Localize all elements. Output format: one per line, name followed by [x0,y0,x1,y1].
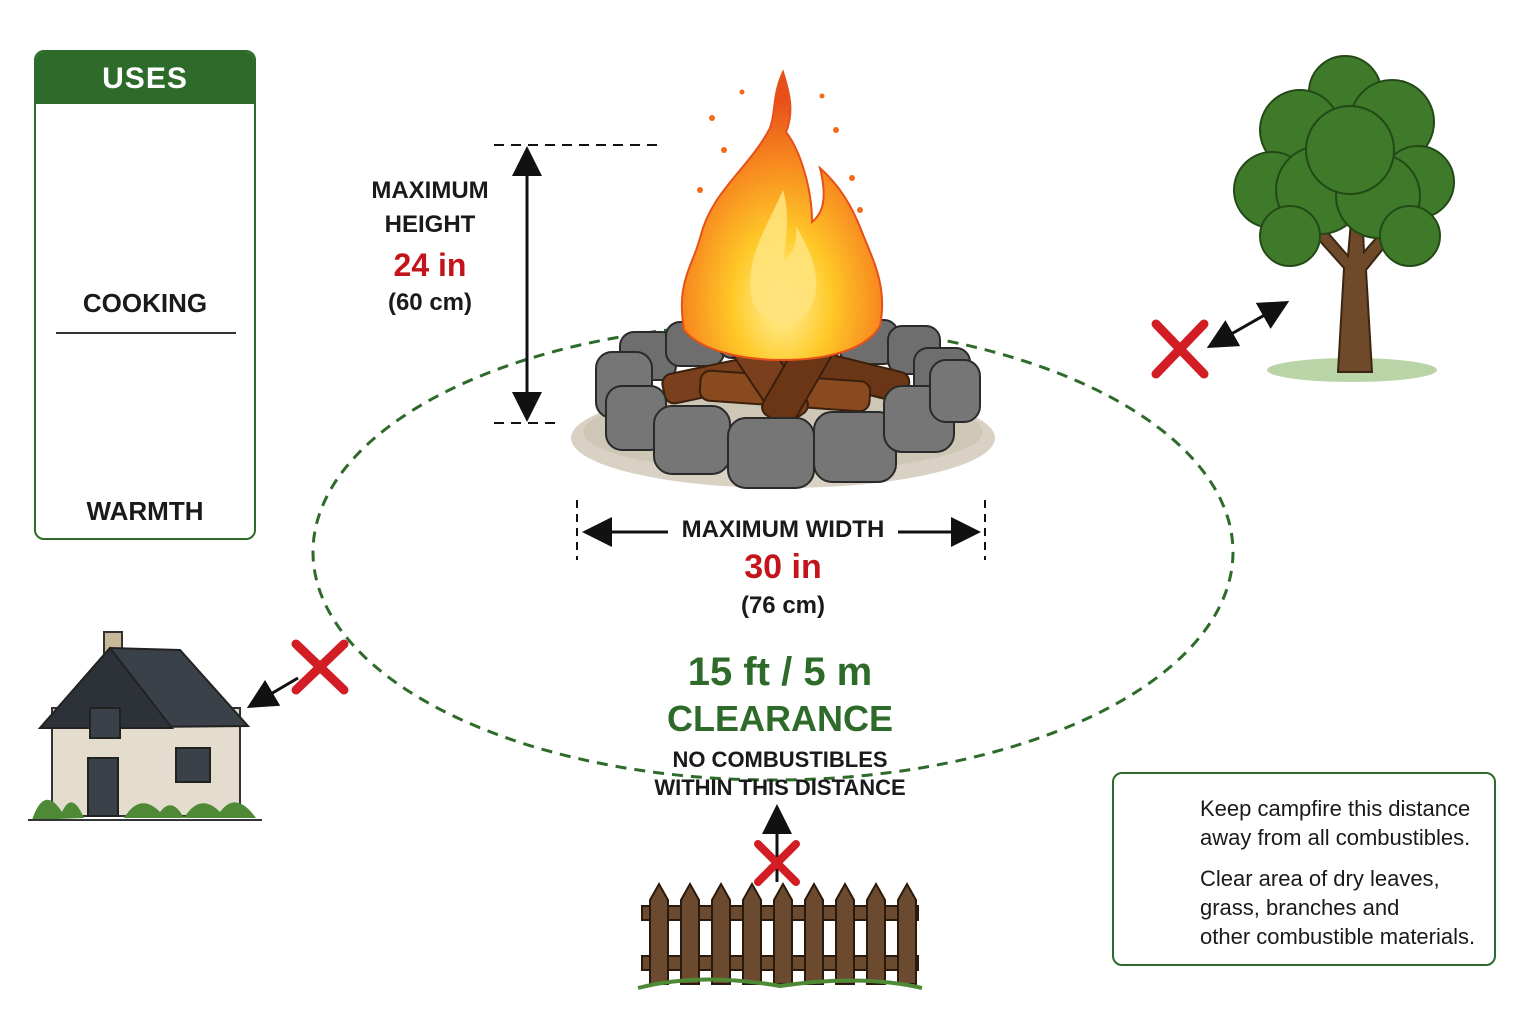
clearance-note-line2: WITHIN THIS DISTANCE [654,775,906,800]
cross-icon [1151,319,1209,379]
fire-pit [571,69,995,489]
uses-divider [56,332,236,334]
legend-item-keep-distance: Keep campfire this distance away from al… [1200,794,1470,852]
legend-item1-line2: away from all combustibles. [1200,825,1471,850]
uses-title: USES [36,52,254,104]
width-dimension [576,500,986,560]
clearance-boundary [311,322,1235,782]
uses-panel: USES COOKING WARMTH [34,50,256,540]
legend-item2-line3: other combustible materials. [1200,924,1476,949]
tree-icon [1233,55,1455,382]
cross-icon [754,840,800,886]
width-metric: (76 cm) [740,592,826,619]
width-value: 30 in [744,548,822,586]
legend-item-clear-area: Clear area of dry leaves, grass, branche… [1200,864,1475,951]
legend: Keep campfire this distance away from al… [1112,772,1496,966]
legend-item2-line2: grass, branches and [1200,895,1400,920]
cross-icon [291,639,349,695]
height-dimension [494,144,660,424]
house-distance-marker [246,639,349,709]
clearance-note-line1: NO COMBUSTIBLES [672,747,888,772]
warmth-label: WARMTH [86,496,204,526]
cooking-label: COOKING [82,288,208,318]
clearance-label: CLEARANCE [666,698,893,739]
height-label-line2: HEIGHT [384,211,476,238]
fence-distance-marker [754,804,800,886]
legend-item2-line1: Clear area of dry leaves, [1200,866,1440,891]
house-icon [28,631,262,821]
height-label-line1: MAXIMUM [371,177,489,204]
clearance-note: NO COMBUSTIBLES WITHIN THIS DISTANCE [620,746,940,802]
tree-distance-marker [1151,301,1290,379]
height-value: 24 in [393,247,467,283]
height-label-block: MAXIMUM HEIGHT 24 in (60 cm) [330,174,530,318]
fence-icon [637,881,923,990]
legend-item1-line1: Keep campfire this distance [1200,796,1471,821]
clearance-distance: 15 ft / 5 m [687,650,873,694]
width-label: MAXIMUM WIDTH [681,516,885,543]
height-metric: (60 cm) [387,289,473,316]
